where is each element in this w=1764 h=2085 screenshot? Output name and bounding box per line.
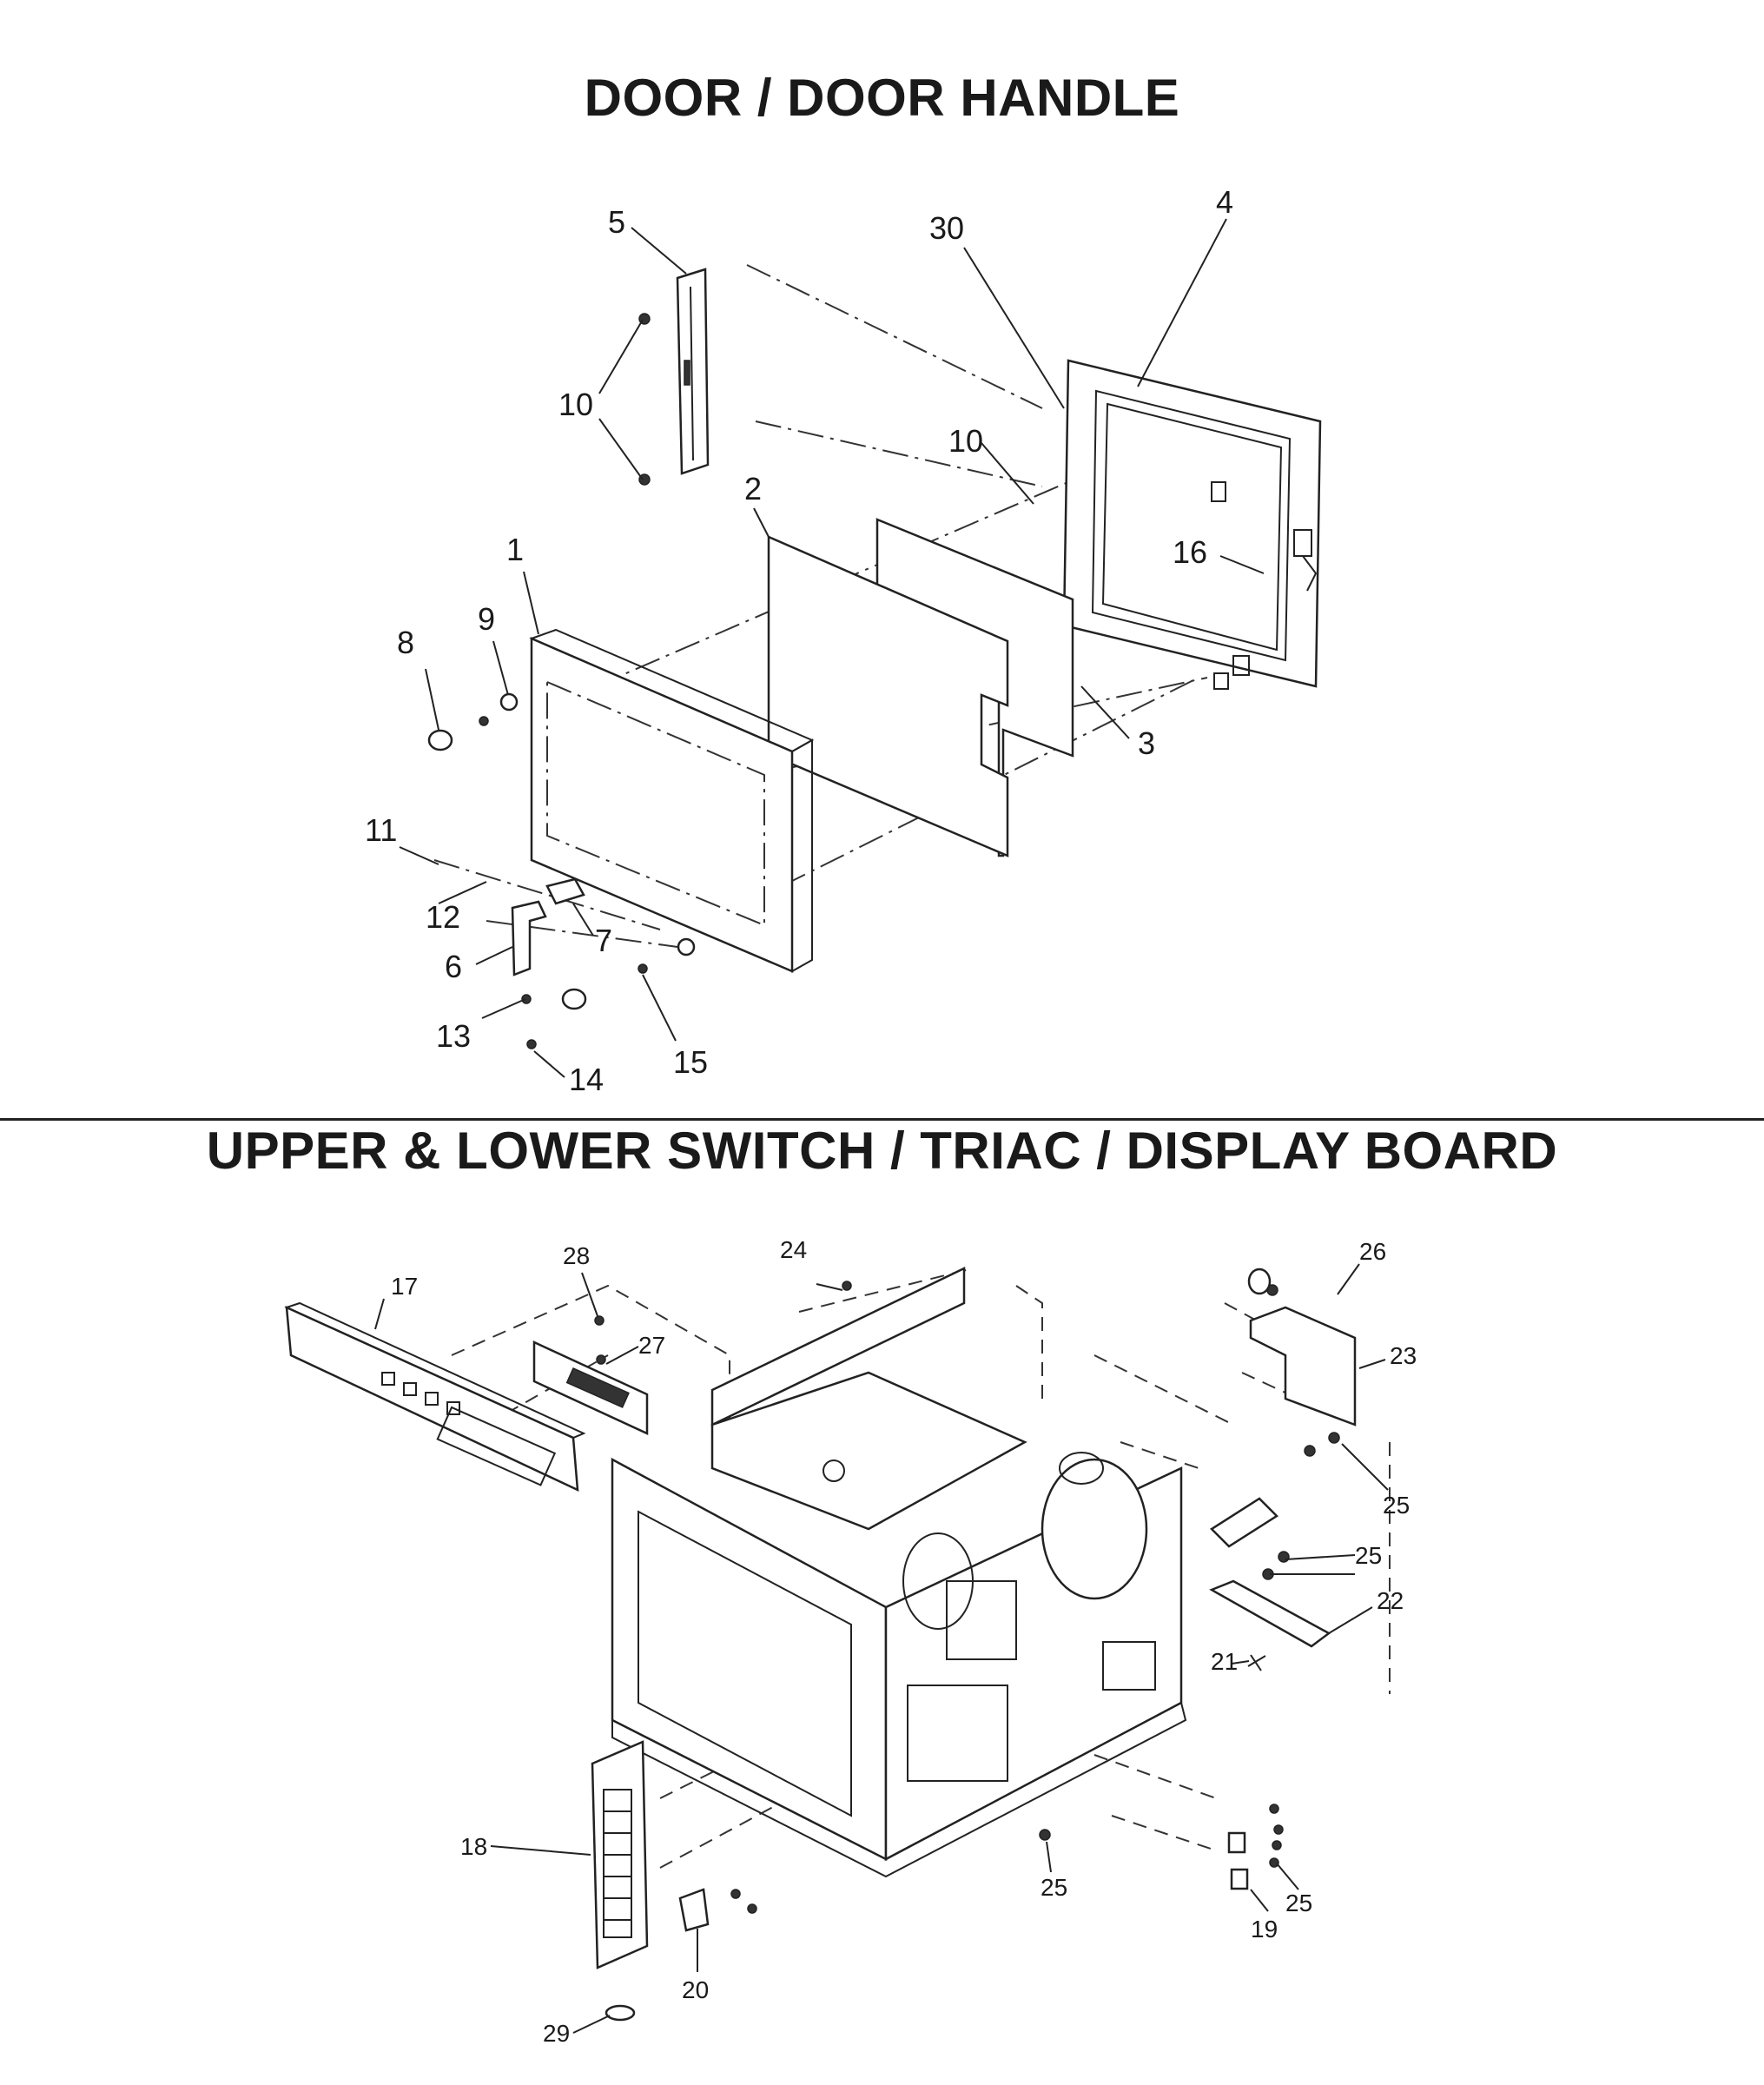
- callout-12: 12: [426, 899, 460, 935]
- small-switch-parts: [594, 1281, 1284, 2022]
- callout-28: 28: [563, 1242, 590, 1269]
- callout-21: 21: [1211, 1648, 1238, 1675]
- handle-parts: [427, 692, 696, 1049]
- callout-17: 17: [391, 1273, 418, 1300]
- board-part-20: [678, 1888, 710, 1932]
- callout-22: 22: [1377, 1587, 1404, 1614]
- callout-25c: 25: [1041, 1874, 1067, 1901]
- callout-27: 27: [638, 1332, 665, 1359]
- callout-14: 14: [569, 1062, 604, 1097]
- callout-6: 6: [445, 949, 462, 984]
- door-section-title: DOOR / DOOR HANDLE: [584, 69, 1180, 127]
- switch-bracket-part-23: [1247, 1268, 1357, 1457]
- callout-26: 26: [1359, 1238, 1386, 1265]
- lower-display-part-18: [591, 1740, 649, 1969]
- section-divider: [0, 1118, 1764, 1121]
- switch-section-title: UPPER & LOWER SWITCH / TRIAC / DISPLAY B…: [206, 1122, 1558, 1180]
- callout-8: 8: [397, 625, 414, 660]
- door-frame-part-4: [1062, 359, 1322, 690]
- callout-16: 16: [1173, 534, 1207, 570]
- hinge-bar-part-5: [638, 268, 710, 486]
- callout-3: 3: [1138, 725, 1155, 761]
- door-part-1: [529, 628, 815, 973]
- callout-10b: 10: [948, 423, 983, 459]
- callout-19: 19: [1251, 1916, 1278, 1943]
- callout-2: 2: [744, 471, 762, 506]
- callout-25b: 25: [1355, 1542, 1382, 1569]
- callout-13: 13: [436, 1018, 471, 1054]
- callout-23: 23: [1390, 1342, 1417, 1369]
- callout-25a: 25: [1383, 1492, 1410, 1519]
- callout-25d: 25: [1285, 1890, 1312, 1916]
- callout-10: 10: [558, 387, 593, 422]
- callout-15: 15: [673, 1044, 708, 1080]
- door-panels-part-2-3: [767, 518, 1074, 857]
- callout-7: 7: [595, 923, 612, 958]
- switch-assembly-drawing: 17 28 27 24 26 23 25 25 22 21 18 20 29 2…: [284, 1236, 1417, 2047]
- callout-5: 5: [608, 204, 625, 240]
- callout-20: 20: [682, 1976, 709, 2003]
- door-assembly-drawing: 5 10 30 4 10 16 3 2 1 9 8 11 12 6 7 13 1…: [365, 184, 1322, 1097]
- display-board-part-27: [532, 1340, 649, 1435]
- triac-bracket-part-22: [1209, 1551, 1331, 1648]
- callout-18: 18: [460, 1833, 487, 1860]
- callout-4: 4: [1216, 184, 1233, 220]
- callout-1: 1: [506, 532, 524, 567]
- callout-29: 29: [543, 2020, 570, 2047]
- callout-9: 9: [478, 601, 495, 637]
- upper-display-part-17: [284, 1301, 586, 1493]
- callout-30: 30: [929, 210, 964, 246]
- callout-11: 11: [365, 812, 397, 848]
- oven-cabinet: [611, 1267, 1278, 1878]
- callout-24: 24: [780, 1236, 807, 1263]
